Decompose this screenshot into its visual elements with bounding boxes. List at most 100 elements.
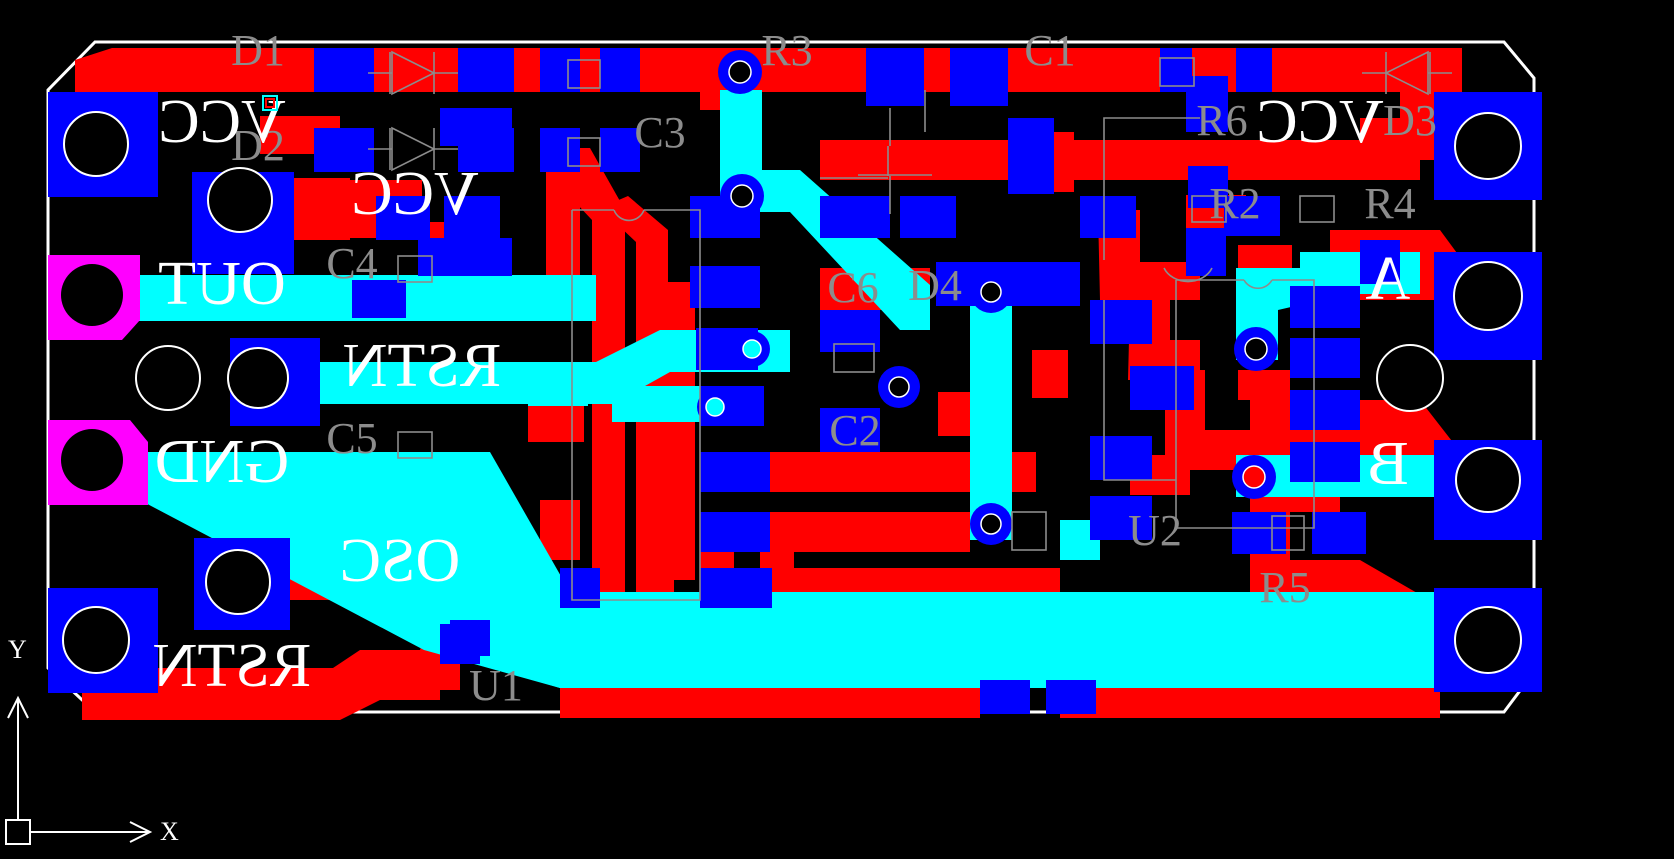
silk-designator: C5 bbox=[326, 414, 377, 463]
smd-pad[interactable] bbox=[1188, 166, 1228, 208]
smd-pad[interactable] bbox=[1312, 512, 1366, 554]
via[interactable] bbox=[878, 366, 920, 408]
silk-designator: D1 bbox=[231, 26, 285, 75]
silk-outline bbox=[1103, 300, 1176, 481]
pad-thru-right-3[interactable] bbox=[1434, 440, 1542, 540]
pad-thru-left-5[interactable] bbox=[48, 588, 158, 693]
smd-pad[interactable] bbox=[1090, 436, 1152, 480]
via[interactable] bbox=[1234, 327, 1278, 371]
smd-pad[interactable] bbox=[314, 128, 374, 172]
silk-designator: R6 bbox=[1196, 96, 1247, 145]
cap-symbol-c1 bbox=[820, 90, 932, 214]
via[interactable] bbox=[1232, 455, 1276, 499]
net-label: VCC bbox=[1256, 88, 1383, 156]
smd-pad[interactable] bbox=[540, 128, 580, 172]
smd-pad[interactable] bbox=[690, 266, 760, 308]
via[interactable] bbox=[734, 331, 770, 367]
smd-pad[interactable] bbox=[418, 238, 448, 276]
pad-thru-right-1[interactable] bbox=[1434, 92, 1542, 200]
net-label: OUT bbox=[158, 250, 285, 318]
net-label: OSC bbox=[340, 527, 461, 595]
cursor-marker[interactable] bbox=[262, 95, 278, 111]
smd-pad[interactable] bbox=[1290, 286, 1360, 328]
smd-pad[interactable] bbox=[600, 48, 640, 92]
axis-indicator bbox=[5, 695, 153, 845]
cap-outline bbox=[567, 59, 601, 89]
smd-pad[interactable] bbox=[376, 196, 430, 240]
smd-pad[interactable] bbox=[444, 196, 500, 240]
smd-pad[interactable] bbox=[900, 196, 956, 238]
pad-thru-left-4[interactable] bbox=[194, 538, 290, 630]
res-outline-r5 bbox=[1271, 515, 1305, 551]
silk-designator: D3 bbox=[1383, 96, 1437, 145]
smd-pad[interactable] bbox=[1232, 512, 1286, 554]
smd-pad[interactable] bbox=[1290, 390, 1360, 430]
via[interactable] bbox=[720, 174, 764, 218]
net-label: A bbox=[1365, 245, 1410, 313]
smd-pad[interactable] bbox=[700, 452, 770, 492]
drill-hole-right bbox=[1376, 344, 1444, 412]
smd-pad[interactable] bbox=[600, 128, 640, 172]
smd-pad[interactable] bbox=[950, 48, 1008, 106]
smd-pad[interactable] bbox=[1224, 196, 1280, 236]
via[interactable] bbox=[697, 389, 733, 425]
pad-thru-right-4[interactable] bbox=[1434, 588, 1542, 692]
smd-pad[interactable] bbox=[820, 310, 880, 352]
smd-pad[interactable] bbox=[440, 238, 512, 276]
smd-pad[interactable] bbox=[440, 108, 512, 146]
smd-pad[interactable] bbox=[1360, 240, 1400, 284]
smd-pad[interactable] bbox=[1130, 366, 1194, 410]
smd-pad[interactable] bbox=[866, 48, 924, 106]
x-axis-arrow bbox=[129, 821, 153, 843]
net-label: GND bbox=[155, 428, 289, 496]
smd-pad[interactable] bbox=[450, 620, 490, 656]
via[interactable] bbox=[718, 50, 762, 94]
via[interactable] bbox=[970, 271, 1012, 313]
ic-outline-u2 bbox=[1175, 279, 1315, 529]
silk-arc bbox=[1163, 267, 1213, 283]
silk-designator: D4 bbox=[908, 261, 962, 310]
smd-pad[interactable] bbox=[1290, 442, 1360, 482]
smd-pad[interactable] bbox=[820, 196, 890, 238]
pad-special-left-1[interactable] bbox=[48, 255, 140, 340]
smd-pad[interactable] bbox=[820, 408, 880, 452]
smd-pad[interactable] bbox=[540, 48, 580, 92]
smd-pad[interactable] bbox=[980, 680, 1030, 714]
res-outline-r2 bbox=[1191, 195, 1227, 223]
cap-outline bbox=[1011, 511, 1047, 551]
smd-pad[interactable] bbox=[1236, 48, 1272, 92]
pad-thru-left-2[interactable] bbox=[192, 167, 294, 274]
smd-pad[interactable] bbox=[1290, 338, 1360, 378]
smd-pad[interactable] bbox=[1080, 196, 1136, 238]
cap-outline bbox=[1159, 57, 1195, 87]
pad-thru-right-2[interactable] bbox=[1434, 252, 1542, 360]
smd-pad[interactable] bbox=[1090, 300, 1152, 344]
smd-pad[interactable] bbox=[1186, 228, 1226, 276]
smd-pad[interactable] bbox=[352, 280, 406, 318]
net-label: RSTN bbox=[343, 332, 501, 400]
pad-thru-left-1[interactable] bbox=[48, 92, 158, 197]
drill-hole-left bbox=[135, 345, 201, 411]
smd-pad[interactable] bbox=[560, 568, 600, 608]
smd-pad[interactable] bbox=[1090, 496, 1152, 540]
smd-pad[interactable] bbox=[700, 512, 770, 552]
smd-pad[interactable] bbox=[1012, 262, 1080, 306]
res-outline-r4 bbox=[1299, 195, 1335, 223]
silk-designator: C6 bbox=[827, 263, 878, 312]
smd-pad[interactable] bbox=[314, 48, 374, 92]
pad-thru-left-3[interactable] bbox=[227, 338, 320, 426]
cap-outline-c5 bbox=[397, 431, 433, 459]
diode-symbol-d1 bbox=[368, 50, 458, 96]
smd-pad[interactable] bbox=[1008, 118, 1054, 194]
smd-pad[interactable] bbox=[700, 568, 772, 608]
net-label: RSTN bbox=[153, 632, 311, 700]
via[interactable] bbox=[970, 503, 1012, 545]
pad-special-left-2[interactable] bbox=[48, 420, 148, 505]
vias-layer bbox=[697, 50, 1278, 545]
smd-pad[interactable] bbox=[458, 48, 514, 92]
smd-pad[interactable] bbox=[1046, 680, 1096, 714]
silk-designator: C1 bbox=[1024, 26, 1075, 75]
silk-designator: C3 bbox=[634, 108, 685, 157]
